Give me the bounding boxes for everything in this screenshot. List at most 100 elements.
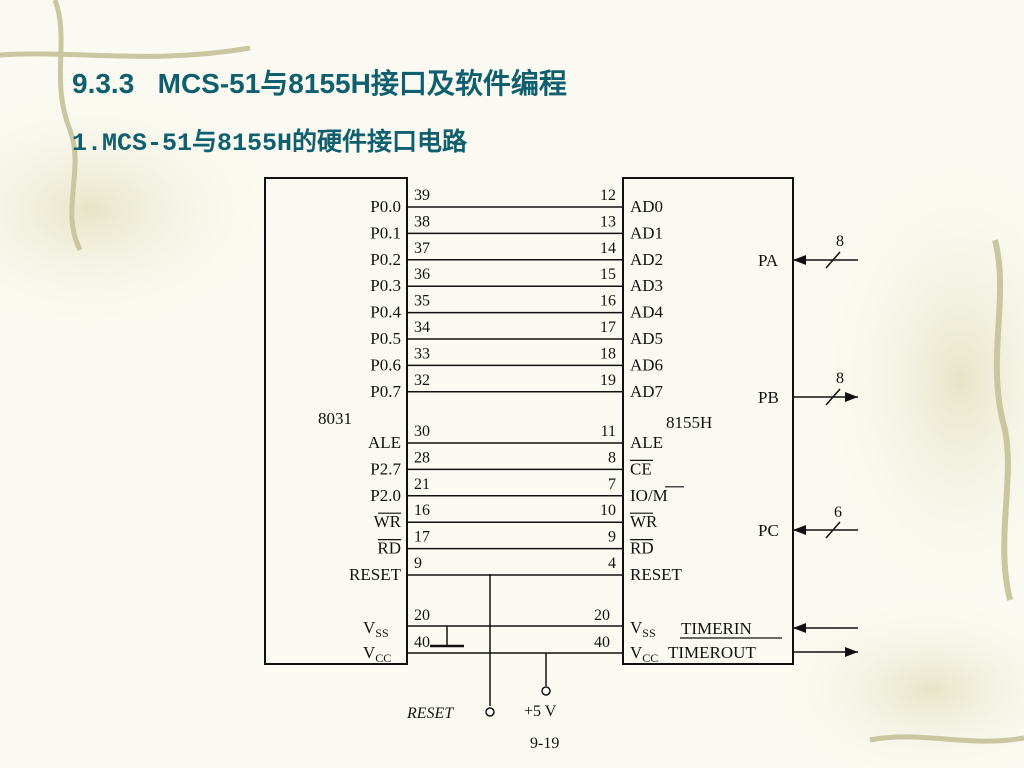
left-pin-label: ALE xyxy=(368,433,401,452)
port-pa-label: PA xyxy=(758,251,779,270)
left-pin-number: 32 xyxy=(414,372,430,389)
slide-subtitle: 1.MCS-51与8155H的硬件接口电路 xyxy=(72,129,468,158)
left-vcc-pin-number: 40 xyxy=(414,634,430,651)
port-pb-bus-slash xyxy=(825,388,841,406)
right-pin-number: 7 xyxy=(608,476,616,493)
right-pin-label: AD0 xyxy=(630,197,663,216)
right-pin-label: AD5 xyxy=(630,329,663,348)
chip-8155h-name: 8155H xyxy=(666,413,712,432)
reset-terminal-label: RESET xyxy=(406,705,454,722)
vine-right xyxy=(992,239,1013,601)
left-vss-label: VSS xyxy=(363,618,389,640)
right-pin-number: 19 xyxy=(600,372,616,389)
reset-and-supply: RESET +5 V 9-19 xyxy=(406,574,559,752)
port-pb-width: 8 xyxy=(836,370,844,387)
left-pin-number: 16 xyxy=(414,502,430,519)
left-pin-label: P2.0 xyxy=(370,486,401,505)
right-pin-number: 15 xyxy=(600,266,616,283)
right-pin-number: 4 xyxy=(608,555,616,572)
right-pin-label: RD xyxy=(630,539,654,558)
right-pin-label: ALE xyxy=(630,433,663,452)
left-pin-number: 30 xyxy=(414,423,430,440)
right-pin-label: AD1 xyxy=(630,223,663,242)
left-pin-label: RD xyxy=(377,539,401,558)
right-pin-number: 8 xyxy=(608,449,616,466)
supply-terminal xyxy=(541,686,551,696)
left-pin-label: P0.2 xyxy=(370,250,401,269)
slide-title: 9.3.3 MCS-51与8155H接口及软件编程 xyxy=(72,68,567,99)
leaf-shadow-bottom-right xyxy=(760,590,1024,768)
left-pin-number: 9 xyxy=(414,555,422,572)
right-pin-number: 11 xyxy=(601,423,616,440)
left-pin-label: WR xyxy=(374,512,402,531)
left-vss-pin-number: 20 xyxy=(414,607,430,624)
right-pin-label: AD7 xyxy=(630,382,664,401)
right-pin-number: 14 xyxy=(600,240,616,257)
right-pin-number: 13 xyxy=(600,213,616,230)
chip-8031-body xyxy=(264,177,408,665)
right-pin-label: AD3 xyxy=(630,276,663,295)
timer-in-label: TIMERIN xyxy=(681,619,752,638)
left-pin-label: P0.4 xyxy=(370,303,401,322)
left-pin-label: RESET xyxy=(349,565,402,584)
port-pc-bus-slash xyxy=(825,521,841,539)
right-vss-label: VSS xyxy=(630,618,656,640)
left-pin-number: 39 xyxy=(414,187,430,204)
left-pin-number: 36 xyxy=(414,266,430,283)
chip-8155h-body xyxy=(622,177,794,665)
timer-out-label: TIMEROUT xyxy=(668,643,756,662)
left-pin-number: 28 xyxy=(414,449,430,466)
right-pin-label: RESET xyxy=(630,565,683,584)
port-pb-arrow xyxy=(845,392,858,402)
port-pb-label: PB xyxy=(758,388,779,407)
supply-voltage-label: +5 V xyxy=(524,703,557,720)
right-vcc-pin-number: 40 xyxy=(594,634,610,651)
right-pin-label: AD6 xyxy=(630,355,663,374)
right-pin-label: IO/M xyxy=(630,486,668,505)
right-pin-number: 18 xyxy=(600,345,616,362)
right-pin-label: CE xyxy=(630,459,652,478)
timer-out-arrow xyxy=(845,647,858,657)
right-pin-number: 17 xyxy=(600,319,616,336)
right-pin-label: AD4 xyxy=(630,303,664,322)
port-pc-label: PC xyxy=(758,521,779,540)
left-vcc-label: VCC xyxy=(363,643,391,665)
vine-bottom-right xyxy=(869,734,1024,744)
io-ports: PA 8 PB 8 PC 6 xyxy=(758,233,858,540)
left-pin-number: 17 xyxy=(414,529,430,546)
right-pin-label: AD2 xyxy=(630,250,663,269)
left-pin-label: P0.5 xyxy=(370,329,401,348)
port-pa-bus-slash xyxy=(825,251,841,269)
left-pin-number: 33 xyxy=(414,345,430,362)
port-pa-width: 8 xyxy=(836,233,844,250)
left-pin-label: P0.7 xyxy=(370,382,401,401)
right-pin-number: 9 xyxy=(608,529,616,546)
port-pc-arrow xyxy=(793,525,806,535)
left-pin-label: P0.3 xyxy=(370,276,401,295)
right-pin-number: 16 xyxy=(600,293,616,310)
right-pin-number: 12 xyxy=(600,187,616,204)
left-pin-label: P0.1 xyxy=(370,223,401,242)
vine-top-left xyxy=(52,0,83,252)
power-pins: 20 40 20 40 VSS VCC VSS VCC xyxy=(363,607,658,665)
chip-8031-name: 8031 xyxy=(318,409,352,428)
port-pc-width: 6 xyxy=(834,504,842,521)
port-pa-arrow xyxy=(793,255,806,265)
right-pin-label: WR xyxy=(630,512,658,531)
vine-horizontal-top xyxy=(0,45,251,59)
right-vcc-label: VCC xyxy=(630,643,658,665)
left-pin-number: 34 xyxy=(414,319,430,336)
left-pin-label: P2.7 xyxy=(370,459,401,478)
timer-pins: TIMERIN TIMEROUT xyxy=(668,619,858,662)
left-pin-number: 37 xyxy=(414,240,430,257)
leaf-shadow-top-right xyxy=(810,140,1024,620)
figure-number: 9-19 xyxy=(530,735,559,752)
left-pin-label: P0.0 xyxy=(370,197,401,216)
right-pin-number: 10 xyxy=(600,502,616,519)
reset-terminal xyxy=(485,707,495,717)
timer-in-arrow xyxy=(793,623,806,633)
left-pin-number: 35 xyxy=(414,293,430,310)
